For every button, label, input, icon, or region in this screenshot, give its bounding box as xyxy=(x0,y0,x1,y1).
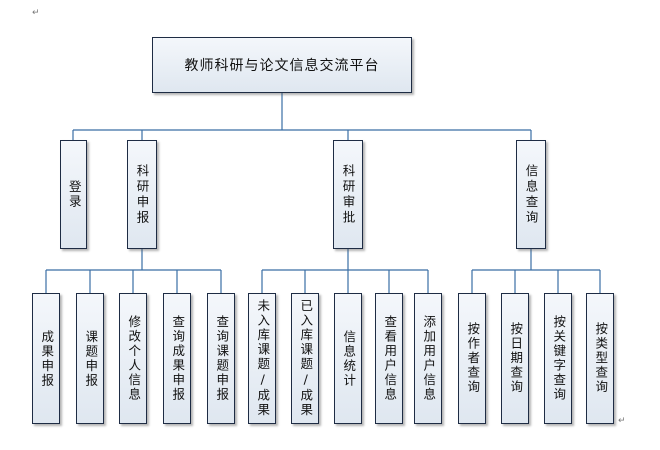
root-node-label: 教师科研与论文信息交流平台 xyxy=(184,58,380,74)
leaf-node-label: 查看用户信息 xyxy=(382,315,398,402)
leaf-node-label: 已入库课题/成果 xyxy=(298,299,314,418)
module-info-query: 信息查询 xyxy=(516,140,546,249)
return-mark-icon: ↵ xyxy=(618,416,626,426)
leaf-node: 按关键字查询 xyxy=(544,293,572,424)
module-research-review: 科研审批 xyxy=(333,140,363,249)
leaf-node-label: 修改个人信息 xyxy=(126,315,142,402)
leaf-node: 添加用户信息 xyxy=(414,293,442,424)
root-node: 教师科研与论文信息交流平台 xyxy=(152,37,412,93)
leaf-node: 成果申报 xyxy=(32,293,60,424)
leaf-node-label: 按关键字查询 xyxy=(551,315,567,402)
leaf-node: 查询成果申报 xyxy=(163,293,191,424)
leaf-node-label: 课题申报 xyxy=(83,329,99,388)
leaf-node: 已入库课题/成果 xyxy=(291,293,319,424)
leaf-node: 修改个人信息 xyxy=(119,293,147,424)
module-research-review-label: 科研审批 xyxy=(340,163,356,226)
leaf-node-label: 查询课题申报 xyxy=(214,315,230,402)
leaf-node-label: 按日期查询 xyxy=(508,322,524,395)
leaf-node-label: 按作者查询 xyxy=(465,322,481,395)
leaf-node: 课题申报 xyxy=(76,293,104,424)
leaf-node: 按作者查询 xyxy=(458,293,486,424)
module-login-label: 登录 xyxy=(66,180,82,209)
leaf-node: 按日期查询 xyxy=(501,293,529,424)
module-research-report-label: 科研申报 xyxy=(134,163,150,226)
leaf-node: 查看用户信息 xyxy=(375,293,403,424)
leaf-node: 查询课题申报 xyxy=(207,293,235,424)
module-research-report: 科研申报 xyxy=(127,140,157,249)
leaf-node-label: 成果申报 xyxy=(39,329,55,388)
leaf-node-label: 添加用户信息 xyxy=(421,315,437,402)
leaf-node: 信息统计 xyxy=(334,293,362,424)
leaf-node-label: 查询成果申报 xyxy=(170,315,186,402)
leaf-node: 未入库课题/成果 xyxy=(248,293,276,424)
leaf-node: 按类型查询 xyxy=(586,293,614,424)
module-info-query-label: 信息查询 xyxy=(523,163,539,226)
leaf-node-label: 按类型查询 xyxy=(593,322,609,395)
leaf-node-label: 未入库课题/成果 xyxy=(255,299,271,418)
return-mark-icon: ↵ xyxy=(32,8,40,18)
module-login: 登录 xyxy=(60,140,87,249)
leaf-node-label: 信息统计 xyxy=(341,329,357,388)
